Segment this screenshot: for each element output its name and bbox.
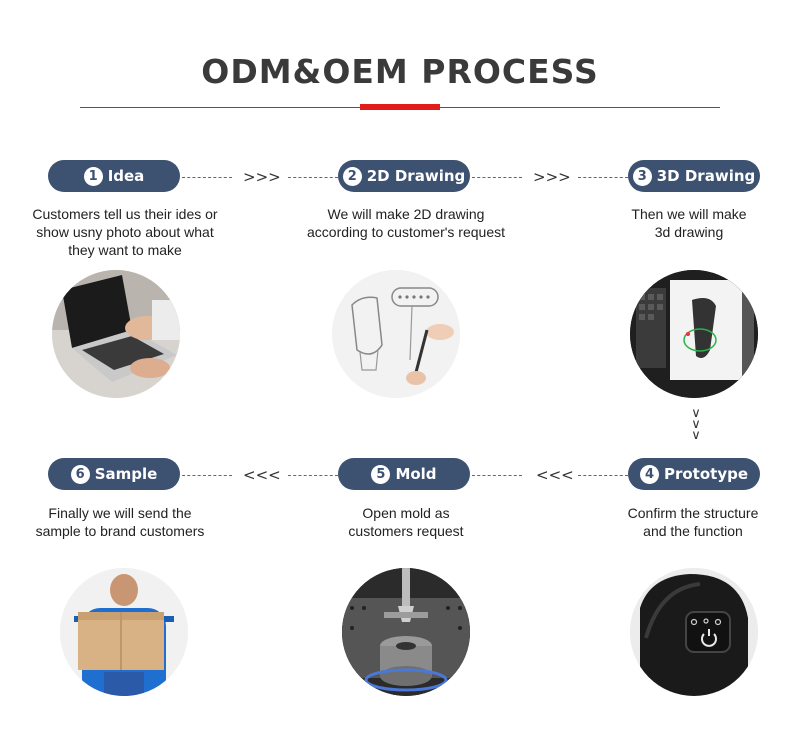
desc-line: Confirm the structure bbox=[627, 505, 759, 521]
step-number-icon: 4 bbox=[639, 464, 659, 484]
connector-line bbox=[578, 475, 628, 476]
page-title: ODM&OEM PROCESS bbox=[201, 52, 599, 91]
arrow-down-icon: ∨ ∨ ∨ bbox=[688, 406, 704, 443]
step-pill-mold: 5 Mold bbox=[338, 458, 470, 490]
step-description-3d-drawing: Then we will make 3d drawing bbox=[569, 205, 800, 241]
desc-line: according to customer's request bbox=[307, 224, 505, 240]
step-label: Mold bbox=[395, 465, 437, 483]
arrow-left-icon: <<< bbox=[243, 466, 281, 484]
desc-line: they want to make bbox=[68, 242, 182, 258]
connector-line bbox=[182, 177, 232, 178]
step-label: Sample bbox=[94, 465, 158, 483]
sketch-drawing-photo bbox=[332, 270, 460, 398]
step-number-icon: 1 bbox=[83, 166, 103, 186]
courier-box-photo bbox=[60, 568, 188, 696]
desc-line: and the function bbox=[643, 523, 743, 539]
step-description-2d-drawing: We will make 2D drawing according to cus… bbox=[286, 205, 526, 241]
desc-line: We will make 2D drawing bbox=[327, 206, 485, 222]
step-description-sample: Finally we will send the sample to brand… bbox=[0, 504, 240, 540]
step-pill-3d-drawing: 3 3D Drawing bbox=[628, 160, 760, 192]
connector-line bbox=[288, 475, 338, 476]
step-pill-idea: 1 Idea bbox=[48, 160, 180, 192]
desc-line: customers request bbox=[348, 523, 464, 539]
chevron-down-icon: ∨ bbox=[691, 428, 701, 443]
laptop-typing-photo bbox=[52, 270, 180, 398]
desc-line: sample to brand customers bbox=[35, 523, 205, 539]
chevron-down-icon: ∨ bbox=[691, 417, 701, 432]
step-label: 2D Drawing bbox=[366, 167, 466, 185]
step-description-idea: Customers tell us their ides or show usn… bbox=[5, 205, 245, 259]
desc-line: Customers tell us their ides or bbox=[32, 206, 218, 222]
desc-line: Open mold as bbox=[362, 505, 450, 521]
arrow-left-icon: <<< bbox=[536, 466, 574, 484]
step-description-mold: Open mold as customers request bbox=[286, 504, 526, 540]
step-pill-2d-drawing: 2 2D Drawing bbox=[338, 160, 470, 192]
step-number-icon: 6 bbox=[70, 464, 90, 484]
step-description-prototype: Confirm the structure and the function bbox=[573, 504, 800, 540]
3d-model-screen-photo bbox=[630, 270, 758, 398]
arrow-right-icon: >>> bbox=[243, 168, 281, 186]
step-label: Idea bbox=[107, 167, 145, 185]
connector-line bbox=[578, 177, 628, 178]
desc-line: Finally we will send the bbox=[48, 505, 192, 521]
connector-line bbox=[288, 177, 338, 178]
connector-line bbox=[182, 475, 232, 476]
step-label: 3D Drawing bbox=[656, 167, 756, 185]
desc-line: Then we will make bbox=[631, 206, 747, 222]
step-number-icon: 5 bbox=[371, 464, 391, 484]
connector-line bbox=[472, 475, 522, 476]
step-number-icon: 3 bbox=[632, 166, 652, 186]
desc-line: 3d drawing bbox=[654, 224, 724, 240]
mold-machine-photo bbox=[342, 568, 470, 696]
step-label: Prototype bbox=[663, 465, 749, 483]
chevron-down-icon: ∨ bbox=[691, 406, 701, 421]
step-pill-prototype: 4 Prototype bbox=[628, 458, 760, 490]
step-pill-sample: 6 Sample bbox=[48, 458, 180, 490]
title-accent-bar bbox=[360, 104, 440, 110]
desc-line: show usny photo about what bbox=[36, 224, 214, 240]
connector-line bbox=[472, 177, 522, 178]
prototype-handle-photo bbox=[630, 568, 758, 696]
step-number-icon: 2 bbox=[342, 166, 362, 186]
arrow-right-icon: >>> bbox=[533, 168, 571, 186]
